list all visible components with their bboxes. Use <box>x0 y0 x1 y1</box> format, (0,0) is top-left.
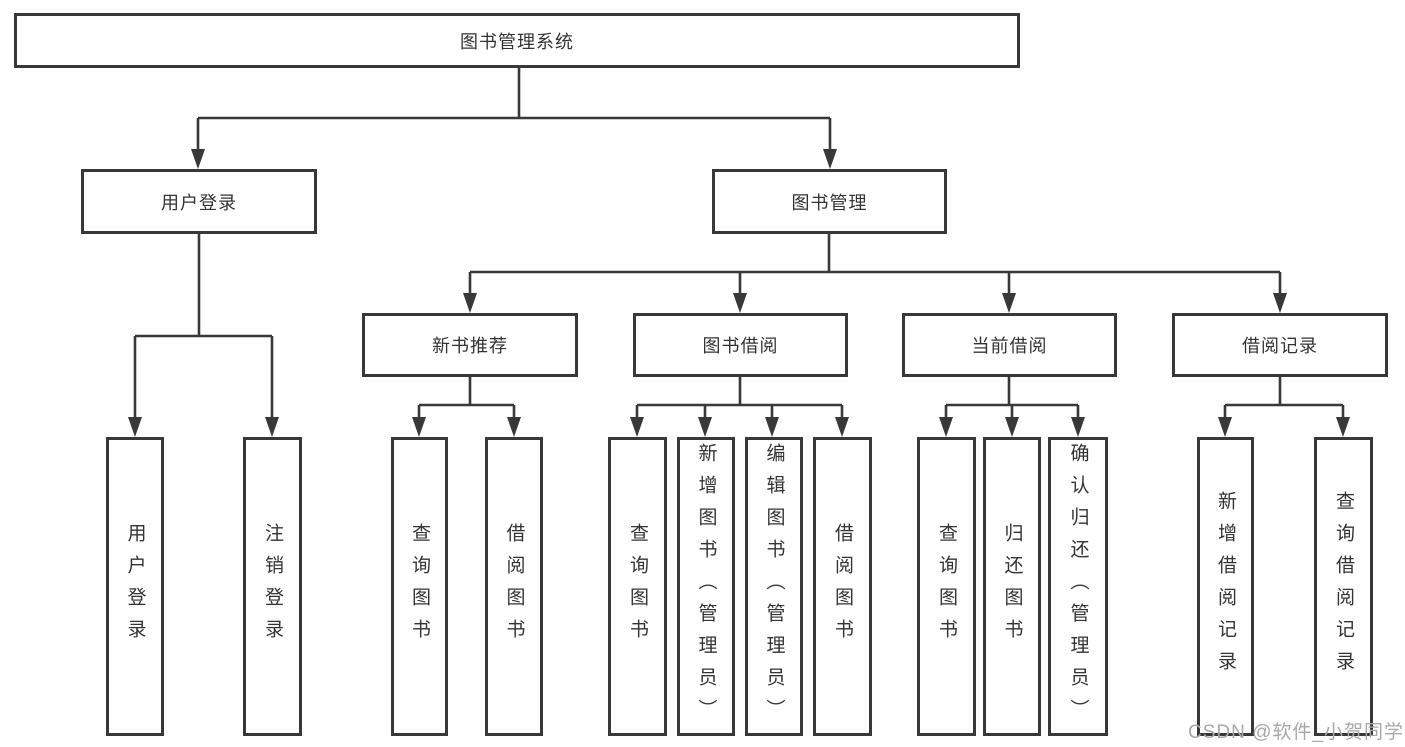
node-label: 图书管理系统 <box>460 31 574 52</box>
leaf-borrow-books: 借阅图书 <box>813 437 872 736</box>
leaf-return-books: 归还图书 <box>983 437 1041 736</box>
node-label: 查询借阅记录 <box>1333 490 1354 683</box>
node-label: 新书推荐 <box>432 336 508 356</box>
node-book-management: 图书管理 <box>712 169 947 234</box>
arrowheads <box>128 149 1350 437</box>
node-label: 归还图书 <box>1001 522 1023 651</box>
leaf-add-books-admin: 新增图书（管理员） <box>677 437 735 736</box>
connector-shafts <box>133 68 1345 419</box>
node-label: 用户登录 <box>161 192 237 213</box>
node-label: 编辑图书（管理员） <box>763 442 785 731</box>
node-book-borrow: 图书借阅 <box>633 313 848 377</box>
node-label: 注销登录 <box>262 522 283 651</box>
leaf-query-books: 查询图书 <box>391 437 448 736</box>
leaf-confirm-return-admin: 确认归还（管理员） <box>1048 437 1108 736</box>
csdn-watermark: CSDN @软件_小贺同学 <box>1188 722 1404 743</box>
node-label: 查询图书 <box>409 522 430 651</box>
leaf-query-books: 查询图书 <box>608 437 667 736</box>
node-label: 查询图书 <box>627 522 648 651</box>
node-label: 借阅记录 <box>1242 336 1318 356</box>
node-label: 图书管理 <box>791 192 868 213</box>
leaf-logout: 注销登录 <box>243 437 302 736</box>
leaf-query-books: 查询图书 <box>917 437 976 736</box>
node-borrow-records: 借阅记录 <box>1172 313 1388 377</box>
node-label: 查询图书 <box>936 522 957 651</box>
node-current-borrow: 当前借阅 <box>902 313 1117 377</box>
node-label: 用户登录 <box>124 522 146 651</box>
node-label: 当前借阅 <box>971 336 1048 356</box>
leaf-query-borrow-record: 查询借阅记录 <box>1314 437 1373 736</box>
node-root-system: 图书管理系统 <box>14 13 1020 68</box>
node-label: 新增借阅记录 <box>1215 490 1236 683</box>
leaf-borrow-books: 借阅图书 <box>485 437 543 736</box>
leaf-user-login: 用户登录 <box>106 437 164 736</box>
leaf-edit-books-admin: 编辑图书（管理员） <box>745 437 803 736</box>
node-user-login: 用户登录 <box>81 169 317 234</box>
node-label: 借阅图书 <box>503 522 525 651</box>
node-label: 图书借阅 <box>702 336 779 356</box>
node-label: 确认归还（管理员） <box>1067 442 1089 731</box>
node-label: 新增图书（管理员） <box>695 442 717 731</box>
node-label: 借阅图书 <box>832 522 853 651</box>
node-new-book-recommend: 新书推荐 <box>362 313 578 377</box>
leaf-add-borrow-record: 新增借阅记录 <box>1197 437 1254 736</box>
